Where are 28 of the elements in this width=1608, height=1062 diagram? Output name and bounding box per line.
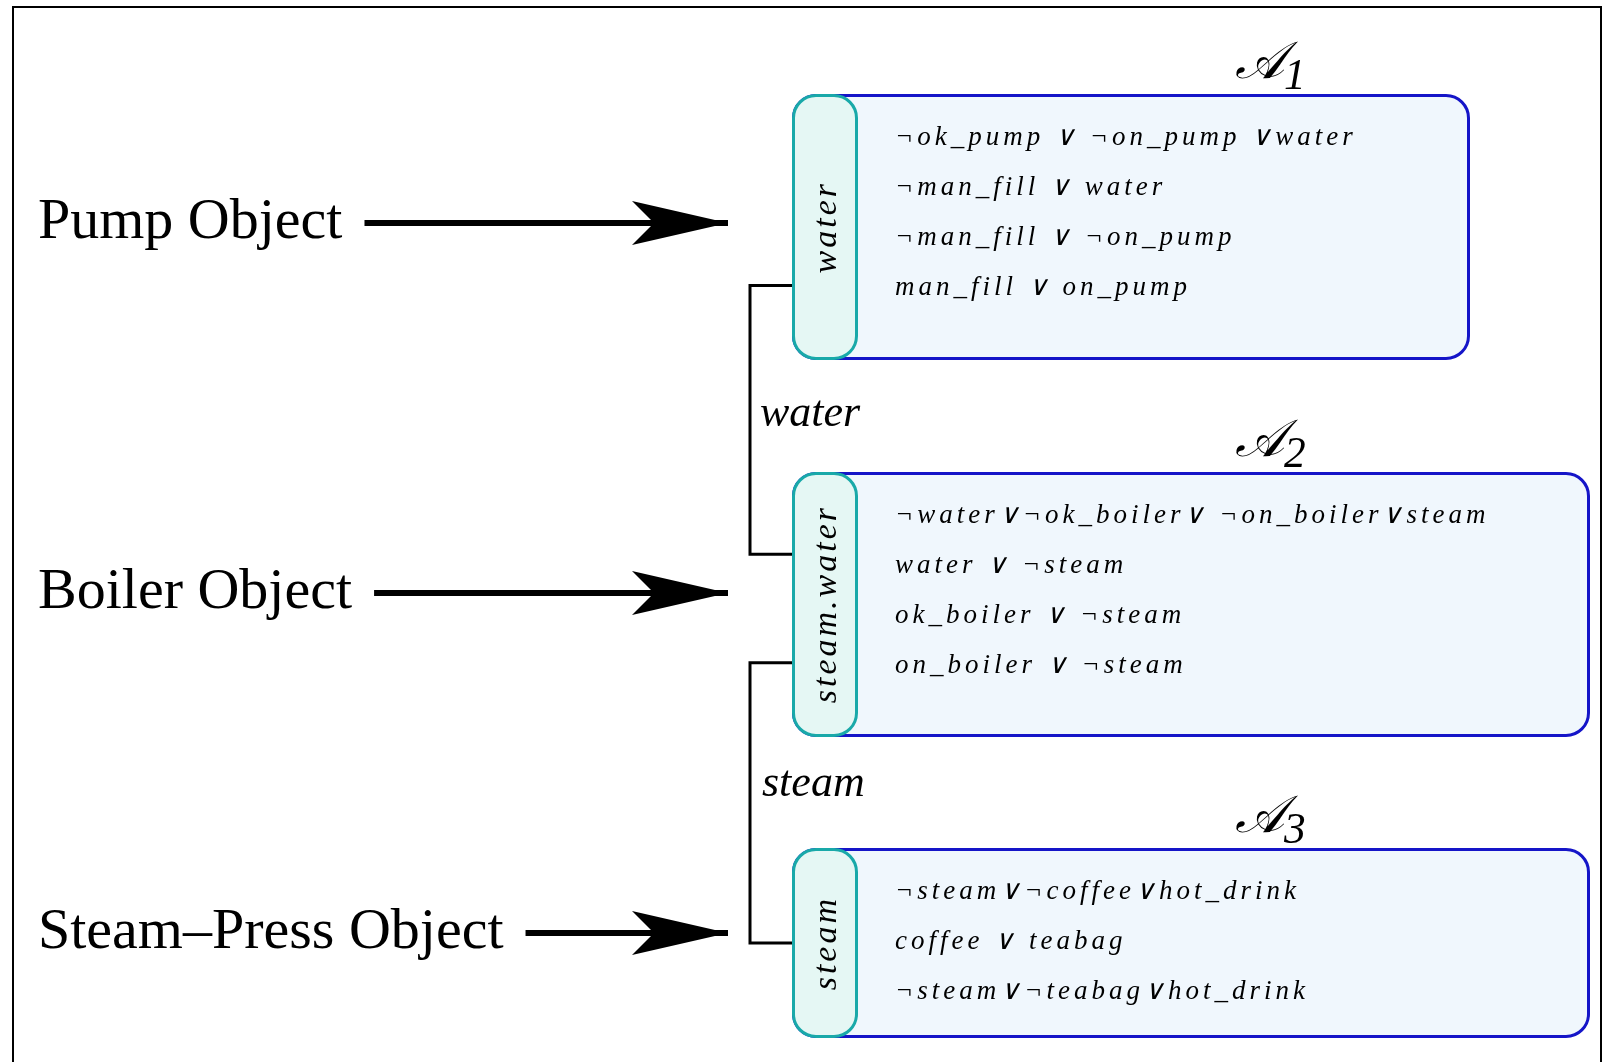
clause-text: ¬steam∨¬teabag∨hot_drink — [895, 974, 1310, 1007]
clause-text: coffee ∨ teabag — [895, 924, 1128, 957]
tab-label: steam — [808, 895, 842, 991]
box-heading: 𝒜$_{3}$ — [1235, 789, 1306, 851]
connector-line — [748, 661, 792, 945]
clause-text: on_boiler ∨ ¬steam — [895, 648, 1188, 681]
tab-label: steam.water — [808, 505, 842, 704]
label-tab — [792, 94, 858, 360]
arrow — [525, 911, 728, 955]
clause-text: ¬water∨¬ok_boiler∨ ¬on_boiler∨steam — [895, 498, 1491, 531]
clause-text: man_fill ∨ on_pump — [895, 270, 1192, 303]
clause-text: ok_boiler ∨ ¬steam — [895, 598, 1187, 631]
object-label: Boiler Object — [38, 560, 353, 618]
arrow — [374, 571, 728, 615]
clause-text: ¬steam∨¬coffee∨hot_drink — [895, 874, 1301, 907]
clause-text: ¬man_fill ∨ ¬on_pump — [895, 220, 1237, 253]
clause-text: water ∨ ¬steam — [895, 548, 1129, 581]
box-heading: 𝒜$_{2}$ — [1235, 413, 1306, 475]
box-heading: 𝒜$_{1}$ — [1235, 35, 1306, 97]
arrow — [364, 201, 728, 245]
object-label: Pump Object — [38, 190, 343, 248]
clause-text: ¬ok_pump ∨ ¬on_pump ∨water — [895, 120, 1358, 153]
label-tab — [792, 848, 858, 1038]
connector-line — [748, 284, 792, 556]
tab-label: water — [808, 180, 842, 274]
clause-text: ¬man_fill ∨ water — [895, 170, 1168, 203]
object-label: Steam–Press Object — [38, 900, 504, 958]
label-tab — [792, 472, 858, 737]
